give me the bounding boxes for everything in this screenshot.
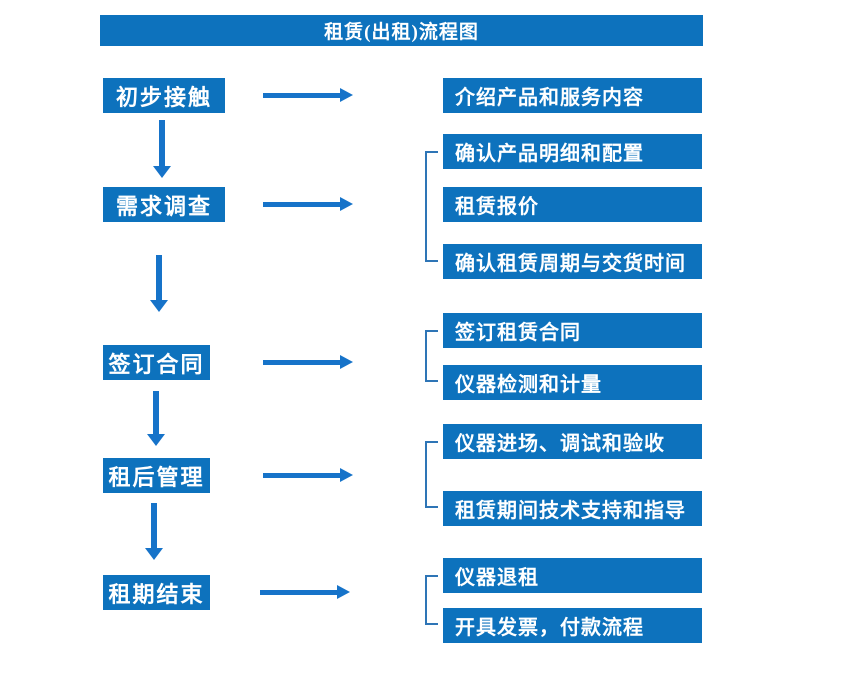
detail-confirm-product-details: 确认产品明细和配置: [443, 134, 702, 169]
flowchart-title: 租赁(出租)流程图: [100, 15, 703, 46]
arrow-shaft: [153, 391, 159, 434]
detail-instrument-return: 仪器退租: [443, 558, 702, 593]
detail-invoice-payment: 开具发票，付款流程: [443, 608, 702, 643]
right-arrow-5: [260, 585, 350, 599]
arrow-head-icon: [150, 300, 168, 312]
arrow-shaft: [263, 202, 341, 207]
detail-introduce-products: 介绍产品和服务内容: [443, 78, 702, 113]
arrow-shaft: [156, 255, 162, 300]
step-demand-survey: 需求调查: [103, 187, 225, 222]
down-arrow-2: [150, 255, 168, 312]
group-bracket-demand-survey: [425, 151, 438, 262]
arrow-shaft: [260, 590, 338, 595]
right-arrow-4: [263, 468, 353, 482]
arrow-shaft: [151, 503, 157, 548]
arrow-head-icon: [340, 88, 353, 102]
arrow-head-icon: [153, 166, 171, 178]
arrow-head-icon: [147, 434, 165, 446]
step-post-rental-management: 租后管理: [103, 458, 210, 493]
down-arrow-3: [147, 391, 165, 446]
down-arrow-4: [145, 503, 163, 560]
detail-rental-quote: 租赁报价: [443, 187, 702, 222]
arrow-shaft: [263, 360, 341, 365]
detail-confirm-rental-period: 确认租赁周期与交货时间: [443, 244, 702, 279]
detail-instrument-entry: 仪器进场、调试和验收: [443, 424, 702, 459]
group-bracket-lease-end: [425, 575, 438, 625]
arrow-head-icon: [340, 468, 353, 482]
arrow-head-icon: [340, 197, 353, 211]
right-arrow-2: [263, 197, 353, 211]
arrow-head-icon: [340, 355, 353, 369]
detail-instrument-testing: 仪器检测和计量: [443, 365, 702, 400]
detail-technical-support: 租赁期间技术支持和指导: [443, 491, 702, 526]
down-arrow-1: [153, 120, 171, 178]
group-bracket-sign-contract: [425, 330, 438, 382]
arrow-shaft: [263, 473, 341, 478]
step-sign-contract: 签订合同: [103, 345, 210, 380]
right-arrow-1: [263, 88, 353, 102]
step-initial-contact: 初步接触: [103, 78, 225, 113]
arrow-shaft: [159, 120, 165, 166]
right-arrow-3: [263, 355, 353, 369]
arrow-shaft: [263, 93, 341, 98]
step-lease-end: 租期结束: [103, 575, 210, 610]
arrow-head-icon: [145, 548, 163, 560]
group-bracket-post-rental: [425, 441, 438, 508]
detail-sign-rental-contract: 签订租赁合同: [443, 313, 702, 348]
arrow-head-icon: [337, 585, 350, 599]
